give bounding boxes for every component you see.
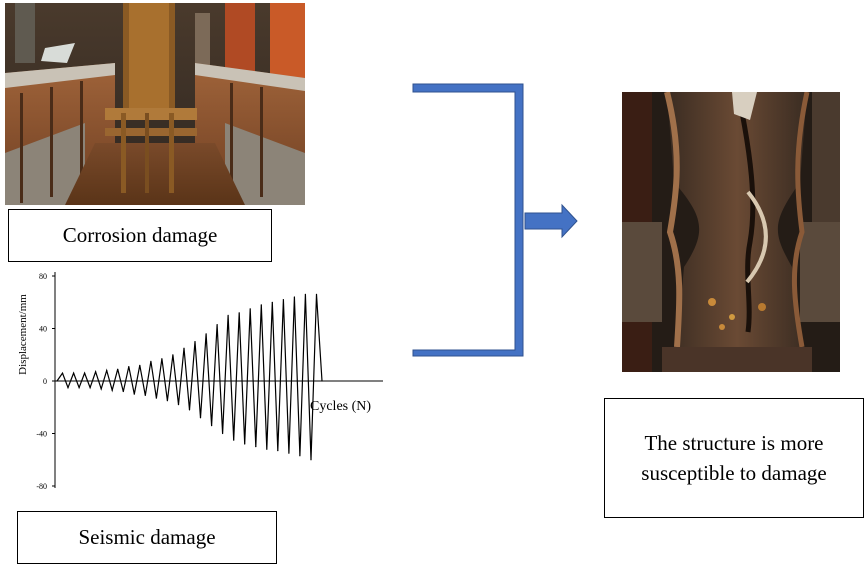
data-point bbox=[161, 358, 163, 360]
right-arrow-icon bbox=[524, 203, 578, 239]
data-point bbox=[249, 308, 251, 310]
data-point bbox=[282, 299, 284, 301]
data-point bbox=[139, 364, 141, 366]
data-point bbox=[150, 360, 152, 362]
data-point bbox=[106, 369, 108, 372]
data-point bbox=[133, 393, 135, 395]
data-point bbox=[111, 389, 113, 391]
merge-bracket-arrow bbox=[412, 83, 578, 357]
y-tick-label: -40 bbox=[36, 430, 47, 439]
x-axis-label: Cycles (N) bbox=[310, 399, 371, 414]
data-point bbox=[67, 387, 69, 389]
data-point bbox=[100, 388, 102, 390]
damaged-structure-photo bbox=[622, 92, 840, 372]
bracket-shape bbox=[412, 83, 524, 357]
y-tick-label: 0 bbox=[43, 377, 47, 386]
corrosion-photo bbox=[5, 3, 305, 205]
data-point bbox=[122, 390, 124, 393]
result-label: The structure is more susceptible to dam… bbox=[604, 398, 864, 518]
y-tick-label: -80 bbox=[36, 482, 47, 491]
data-point bbox=[216, 324, 218, 326]
data-point bbox=[304, 293, 306, 295]
data-point bbox=[315, 293, 318, 295]
data-point bbox=[238, 312, 240, 314]
data-point bbox=[260, 304, 262, 306]
data-point bbox=[117, 368, 119, 370]
data-point bbox=[177, 404, 180, 406]
data-point bbox=[233, 439, 235, 441]
data-point bbox=[310, 459, 312, 461]
corrosion-damage-label: Corrosion damage bbox=[8, 209, 272, 262]
data-point bbox=[321, 380, 323, 382]
data-point bbox=[293, 296, 295, 298]
data-point bbox=[211, 425, 213, 427]
data-point bbox=[95, 371, 97, 373]
data-point bbox=[244, 443, 246, 445]
data-point bbox=[78, 387, 80, 389]
y-tick-label: 40 bbox=[39, 325, 47, 334]
data-point bbox=[194, 341, 196, 343]
data-point bbox=[56, 380, 58, 382]
seismic-damage-text: Seismic damage bbox=[78, 525, 216, 550]
data-point bbox=[277, 450, 279, 452]
data-point bbox=[89, 387, 91, 389]
corrosion-damage-text: Corrosion damage bbox=[62, 223, 218, 248]
data-point bbox=[288, 452, 290, 454]
series-line bbox=[56, 294, 323, 460]
data-point bbox=[172, 354, 174, 356]
data-point bbox=[271, 301, 273, 303]
data-point bbox=[255, 446, 257, 448]
data-point bbox=[84, 372, 86, 374]
data-point bbox=[128, 366, 130, 368]
data-point bbox=[266, 448, 268, 450]
data-point bbox=[166, 400, 168, 402]
result-line1: The structure is more bbox=[644, 430, 824, 455]
seismic-damage-label: Seismic damage bbox=[17, 511, 277, 564]
data-point bbox=[222, 432, 224, 435]
data-point bbox=[188, 409, 191, 411]
result-line2: susceptible to damage bbox=[641, 461, 827, 485]
y-axis-label: Displacement/mm bbox=[17, 294, 29, 375]
data-point bbox=[144, 394, 146, 396]
data-point bbox=[183, 347, 185, 349]
data-point bbox=[61, 372, 64, 374]
data-point bbox=[227, 314, 229, 316]
data-point bbox=[299, 455, 301, 457]
data-point bbox=[199, 417, 202, 419]
data-point bbox=[155, 397, 157, 399]
y-tick-label: 80 bbox=[39, 272, 47, 281]
data-point bbox=[73, 372, 75, 374]
data-point bbox=[205, 333, 207, 335]
